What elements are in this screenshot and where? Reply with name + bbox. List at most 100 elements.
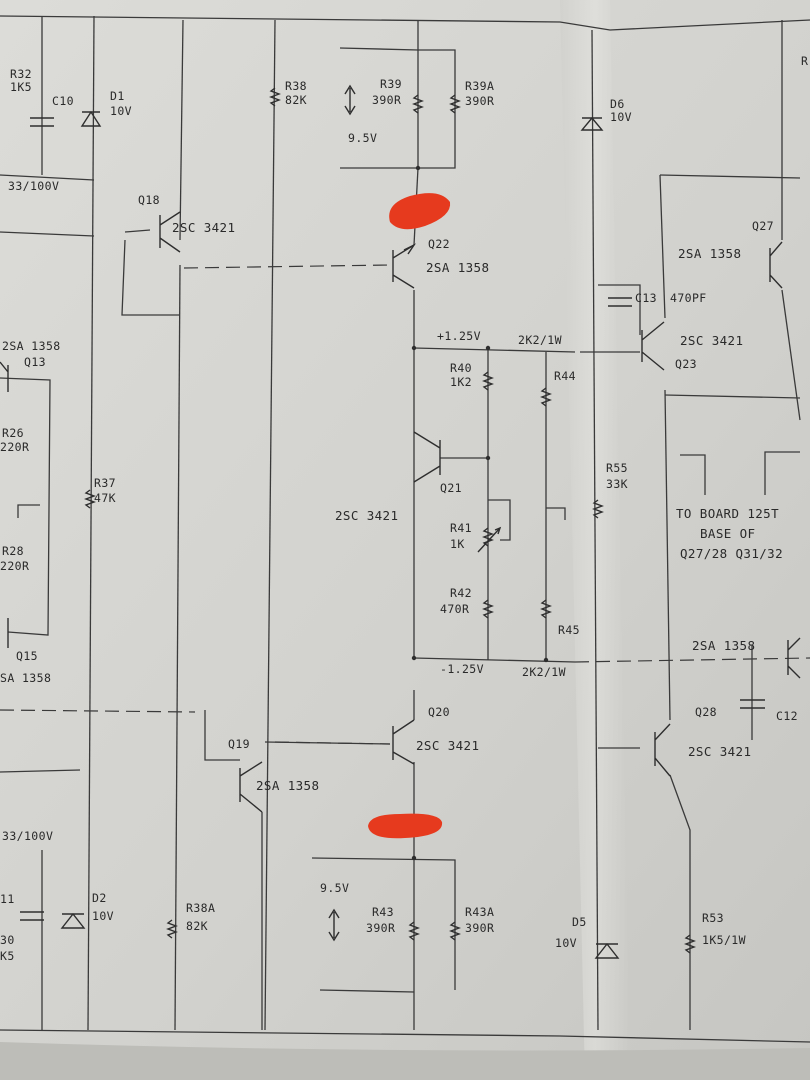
label-plus-1v25: +1.25V — [437, 329, 481, 343]
label-c13-value: 470PF — [670, 291, 707, 305]
label-r40: R40 — [450, 361, 472, 375]
label-r39: R39 — [380, 77, 402, 91]
label-d6-value: 10V — [610, 110, 632, 124]
transistor-q27 — [769, 241, 783, 289]
transistor-q28 — [654, 723, 671, 777]
resistor-r45 — [540, 599, 552, 619]
label-q20: Q20 — [428, 705, 450, 719]
label-9v5-top: 9.5V — [348, 131, 377, 145]
label-r40-value: 1K2 — [450, 375, 472, 389]
transistor-q21 — [413, 431, 441, 483]
label-r44-value: 2K2/1W — [518, 333, 562, 347]
capacitor-c11 — [20, 911, 44, 921]
label-d5-value: 10V — [555, 936, 577, 950]
label-q19-type: 2SA 1358 — [256, 778, 319, 793]
capacitor-c12 — [740, 699, 765, 709]
label-r43a-value: 390R — [465, 921, 494, 935]
label-note-line2: BASE OF — [700, 526, 755, 541]
label-q23-type: 2SC 3421 — [680, 333, 743, 348]
label-r53: R53 — [702, 911, 724, 925]
red-markers — [368, 193, 451, 839]
label-r53-value: 1K5/1W — [702, 933, 746, 947]
label-r26: R26 — [2, 426, 24, 440]
label-c10-value: 33/100V — [8, 179, 59, 193]
label-r28-value: 220R — [0, 559, 29, 573]
label-r37: R37 — [94, 476, 116, 490]
label-q13-type: 2SA 1358 — [2, 339, 61, 353]
transistors — [0, 211, 801, 813]
label-r30: 30 — [0, 933, 15, 947]
label-q23: Q23 — [675, 357, 697, 371]
label-r-right: R — [801, 54, 808, 68]
label-r38a-value: 82K — [186, 919, 208, 933]
label-r42: R42 — [450, 586, 472, 600]
label-r32: R32 — [10, 67, 32, 81]
label-r26-value: 220R — [0, 440, 29, 454]
label-q13: Q13 — [24, 355, 46, 369]
label-r42-value: 470R — [440, 602, 469, 616]
label-q15-type: SA 1358 — [0, 671, 51, 685]
red-marker-top — [389, 193, 451, 230]
label-q28: Q28 — [695, 705, 717, 719]
label-q22: Q22 — [428, 237, 450, 251]
label-9v5-bottom: 9.5V — [320, 881, 349, 895]
resistor-r39 — [412, 94, 424, 114]
label-c11-value: 33/100V — [2, 829, 53, 843]
paper-edge-shadow — [0, 1042, 810, 1080]
resistor-r38 — [269, 87, 281, 107]
label-r41: R41 — [450, 521, 472, 535]
voltage-arrows — [328, 84, 356, 942]
label-d2-value: 10V — [92, 909, 114, 923]
resistor-r55 — [592, 499, 604, 519]
transistor-q19 — [239, 761, 263, 813]
label-r30-value: K5 — [0, 949, 15, 963]
capacitor-c13 — [608, 297, 632, 307]
label-q22-type: 2SA 1358 — [426, 260, 489, 275]
resistor-r53 — [684, 934, 696, 954]
label-q28-type: 2SC 3421 — [688, 744, 751, 759]
label-r43-value: 390R — [366, 921, 395, 935]
resistor-r40 — [482, 371, 494, 391]
label-d2: D2 — [92, 891, 107, 905]
label-c12: C12 — [776, 709, 798, 723]
red-marker-bottom — [368, 813, 443, 839]
transistor-q13 — [0, 361, 9, 392]
potentiometer-r41 — [477, 526, 502, 553]
junctions — [411, 165, 549, 861]
label-r39a-value: 390R — [465, 94, 494, 108]
label-d5: D5 — [572, 915, 587, 929]
label-q20-type: 2SC 3421 — [416, 738, 479, 753]
label-q19: Q19 — [228, 737, 250, 751]
label-q27-type: 2SA 1358 — [678, 246, 741, 261]
label-r55: R55 — [606, 461, 628, 475]
label-r55-value: 33K — [606, 477, 628, 491]
diode-d5 — [594, 942, 620, 959]
capacitors — [20, 117, 765, 921]
label-c10: C10 — [52, 94, 74, 108]
resistor-r39a — [449, 94, 461, 114]
resistor-r37 — [84, 489, 96, 509]
label-r38a: R38A — [186, 901, 215, 915]
label-q21-type: 2SC 3421 — [335, 508, 398, 523]
diodes — [60, 110, 620, 959]
label-c11: 11 — [0, 892, 15, 906]
label-r39-value: 390R — [372, 93, 401, 107]
resistor-r38a — [166, 919, 178, 939]
label-q15: Q15 — [16, 649, 38, 663]
label-minus-1v25: -1.25V — [440, 662, 484, 676]
label-d1: D1 — [110, 89, 125, 103]
label-q21: Q21 — [440, 481, 462, 495]
label-q18-type: 2SC 3421 — [172, 220, 235, 235]
diode-d6 — [580, 116, 604, 131]
resistor-r44 — [540, 387, 552, 407]
label-r43a: R43A — [465, 905, 494, 919]
resistor-r43 — [408, 921, 420, 941]
transistor-q18 — [159, 211, 181, 253]
label-r32-value: 1K5 — [10, 80, 32, 94]
wires — [0, 15, 810, 1043]
resistors — [84, 87, 696, 954]
label-r38: R38 — [285, 79, 307, 93]
label-r43: R43 — [372, 905, 394, 919]
